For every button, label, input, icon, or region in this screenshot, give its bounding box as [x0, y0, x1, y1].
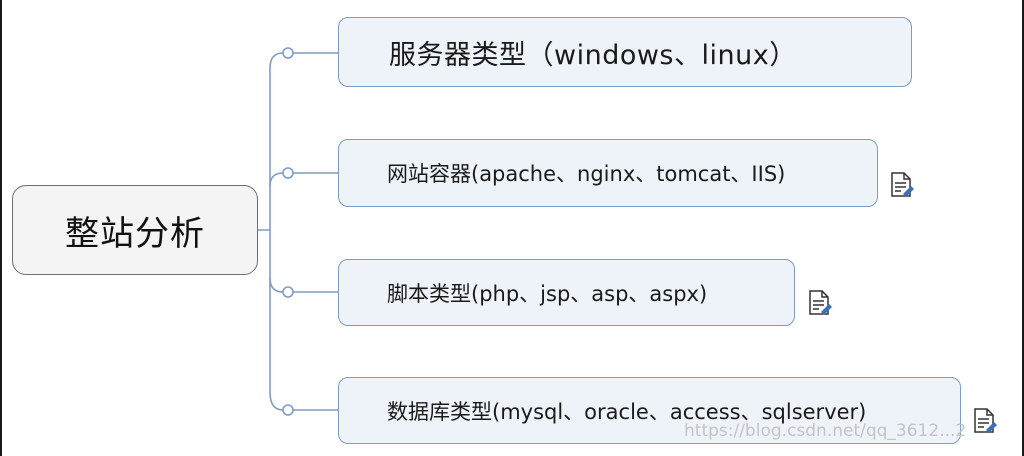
circle-connector-icon[interactable] — [282, 167, 294, 179]
branch-node-label: 服务器类型（windows、linux） — [389, 39, 797, 71]
root-node-label: 整站分析 — [65, 213, 205, 254]
circle-connector-icon[interactable] — [282, 47, 294, 59]
note-document-icon[interactable] — [807, 289, 833, 317]
branch-node-script-type[interactable]: 脚本类型(php、jsp、asp、aspx) — [338, 259, 795, 326]
root-node[interactable]: 整站分析 — [12, 185, 258, 275]
watermark-text: https://blog.csdn.net/qq_3612...2 — [684, 421, 967, 441]
branch-node-web-container[interactable]: 网站容器(apache、nginx、tomcat、IIS) — [338, 139, 878, 207]
frame-right-border — [1022, 0, 1024, 456]
branch-node-database-type[interactable]: 数据库类型(mysql、oracle、access、sqlserver) — [338, 377, 961, 444]
connector-line-branch-2 — [269, 172, 338, 187]
frame-left-border — [0, 0, 2, 456]
note-document-icon[interactable] — [972, 407, 998, 435]
branch-node-label: 脚本类型(php、jsp、asp、aspx) — [387, 281, 708, 306]
branch-node-server-type[interactable]: 服务器类型（windows、linux） — [338, 17, 912, 87]
connector-line-branch-3 — [269, 277, 338, 293]
branch-node-label: 网站容器(apache、nginx、tomcat、IIS) — [387, 162, 786, 186]
connector-line-trunk — [258, 52, 284, 411]
circle-connector-icon[interactable] — [282, 404, 294, 416]
note-document-icon[interactable] — [889, 171, 915, 199]
branch-node-label: 数据库类型(mysql、oracle、access、sqlserver) — [387, 399, 867, 424]
circle-connector-icon[interactable] — [282, 286, 294, 298]
